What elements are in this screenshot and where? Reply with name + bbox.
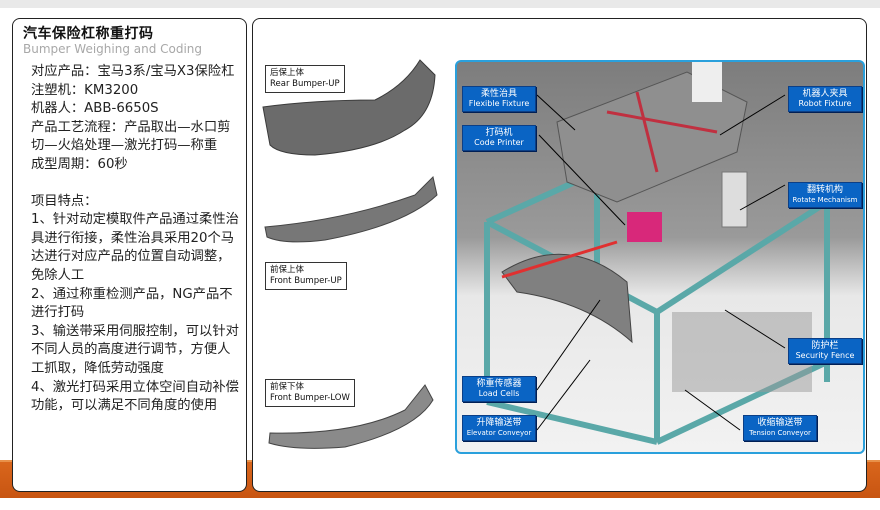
code-printer (627, 212, 662, 242)
bumper-on-conveyor (501, 253, 633, 344)
callout-zh: 机器人夹具 (802, 89, 848, 99)
callout-en: Rotate Mechanism (792, 196, 858, 204)
front-bumper-up-image (264, 176, 438, 243)
rotate-mechanism (721, 171, 748, 228)
callout-en: Robot Fixture (798, 99, 852, 108)
bumper-label-zh: 后保上体 (270, 68, 305, 78)
bumper-images (262, 59, 438, 449)
bumper-label-en: Front Bumper-UP (270, 276, 342, 286)
callout-en: Tension Conveyor (749, 429, 811, 437)
callout-en: Elevator Conveyor (466, 429, 532, 437)
description-panel: 汽车保险杠称重打码 Bumper Weighing and Coding 对应产… (12, 18, 247, 492)
callout-zh: 称重传感器 (476, 379, 522, 389)
spec-text: 对应产品：宝马3系/宝马X3保险杠 注塑机：KM3200 机器人：ABB-665… (31, 63, 243, 416)
callout-zh: 打码机 (485, 128, 513, 138)
top-bar (0, 0, 880, 8)
fixture-frame (556, 71, 748, 203)
spec-process: 产品工艺流程：产品取出—水口剪切—火焰处理—激光打码—称重 (31, 119, 231, 154)
page-title: 汽车保险杠称重打码 (23, 26, 154, 42)
callout-en: Load Cells (478, 389, 520, 398)
callout-en: Security Fence (795, 351, 855, 360)
callout-zh: 防护栏 (811, 341, 839, 351)
feature-item: 2、通过称重检测产品，NG产品不进行打码 (31, 286, 233, 321)
callout-zh: 柔性治具 (480, 89, 517, 99)
feature-item: 3、输送带采用伺服控制，可以针对不同人员的高度进行调节，方便人工抓取，降低劳动强… (31, 323, 239, 376)
front-bumper-low-image (268, 384, 434, 449)
bumper-label-zh: 前保上体 (270, 265, 305, 275)
callout-leader-lines (536, 94, 786, 431)
bumper-label-en: Front Bumper-LOW (270, 393, 350, 403)
features-heading: 项目特点： (31, 193, 98, 209)
callout-zh: 翻转机构 (806, 185, 843, 195)
callout-zh: 升降输送带 (476, 418, 522, 428)
rear-bumper-image (262, 59, 436, 156)
page-subtitle: Bumper Weighing and Coding (23, 42, 203, 56)
feature-item: 1、针对动定模取件产品通过柔性治具进行衔接，柔性治具采用20个马达进行对应产品的… (31, 212, 239, 283)
callout-en: Code Printer (474, 138, 524, 147)
spec-cycle: 成型周期：60秒 (31, 156, 128, 172)
spec-machine: 注塑机：KM3200 (31, 82, 139, 98)
spec-robot: 机器人：ABB-6650S (31, 101, 159, 117)
callout-en: Flexible Fixture (468, 99, 530, 108)
callout-zh: 收缩输送带 (757, 418, 803, 428)
machine-drawing (484, 62, 830, 445)
bumper-label-zh: 前保下体 (270, 382, 305, 392)
robot-arm (692, 62, 722, 102)
spec-product: 对应产品：宝马3系/宝马X3保险杠 (31, 64, 235, 79)
feature-item: 4、激光打码采用立体空间自动补偿功能，可以满足不同角度的使用 (31, 379, 239, 414)
bumper-label-en: Rear Bumper-UP (270, 79, 340, 89)
